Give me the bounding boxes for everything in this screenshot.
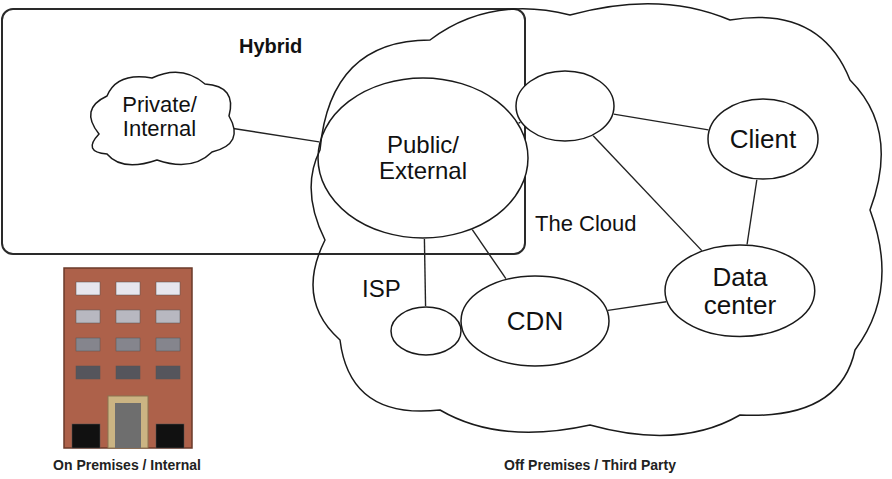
region-title: Hybrid <box>239 36 302 58</box>
private-cloud: Private/ Internal <box>77 64 242 170</box>
network-node <box>515 70 615 142</box>
node-label: Data center <box>693 263 788 319</box>
building-door-frame <box>108 396 148 448</box>
region-title: The Cloud <box>535 212 637 236</box>
connector-line <box>424 239 425 306</box>
node-label: CDN <box>507 307 563 335</box>
label-holder: On Premises / Internal <box>0 456 287 474</box>
ellipse-outline <box>390 306 462 356</box>
location-caption: On Premises / Internal <box>53 457 201 473</box>
node-label: Private/ Internal <box>110 93 210 141</box>
node-label: Public/ External <box>367 132 479 184</box>
node-label: Client <box>730 125 796 153</box>
label-holder: Off Premises / Third Party <box>430 456 750 474</box>
connector-line <box>232 128 319 142</box>
ellipse-outline <box>515 70 615 142</box>
building-door <box>115 403 141 448</box>
connector-line <box>614 114 709 130</box>
hybrid-region: Private/ InternalPublic/ External Hybrid <box>1 8 526 255</box>
connector-line <box>608 302 666 311</box>
isp-node: ISP <box>390 306 462 356</box>
cloud-region: ClientData centerISPCDNThe Cloud <box>300 0 892 445</box>
location-caption: Off Premises / Third Party <box>504 457 676 473</box>
connector-line <box>519 122 521 124</box>
cdn-node: CDN <box>460 275 610 367</box>
region-title: ISP <box>362 276 401 302</box>
client-node: Client <box>707 98 819 180</box>
building-windows <box>72 282 184 448</box>
public-ellipse: Public/ External <box>317 77 529 239</box>
datacenter-node: Data center <box>664 244 816 337</box>
building-body <box>64 268 192 448</box>
connector-line <box>747 180 757 245</box>
